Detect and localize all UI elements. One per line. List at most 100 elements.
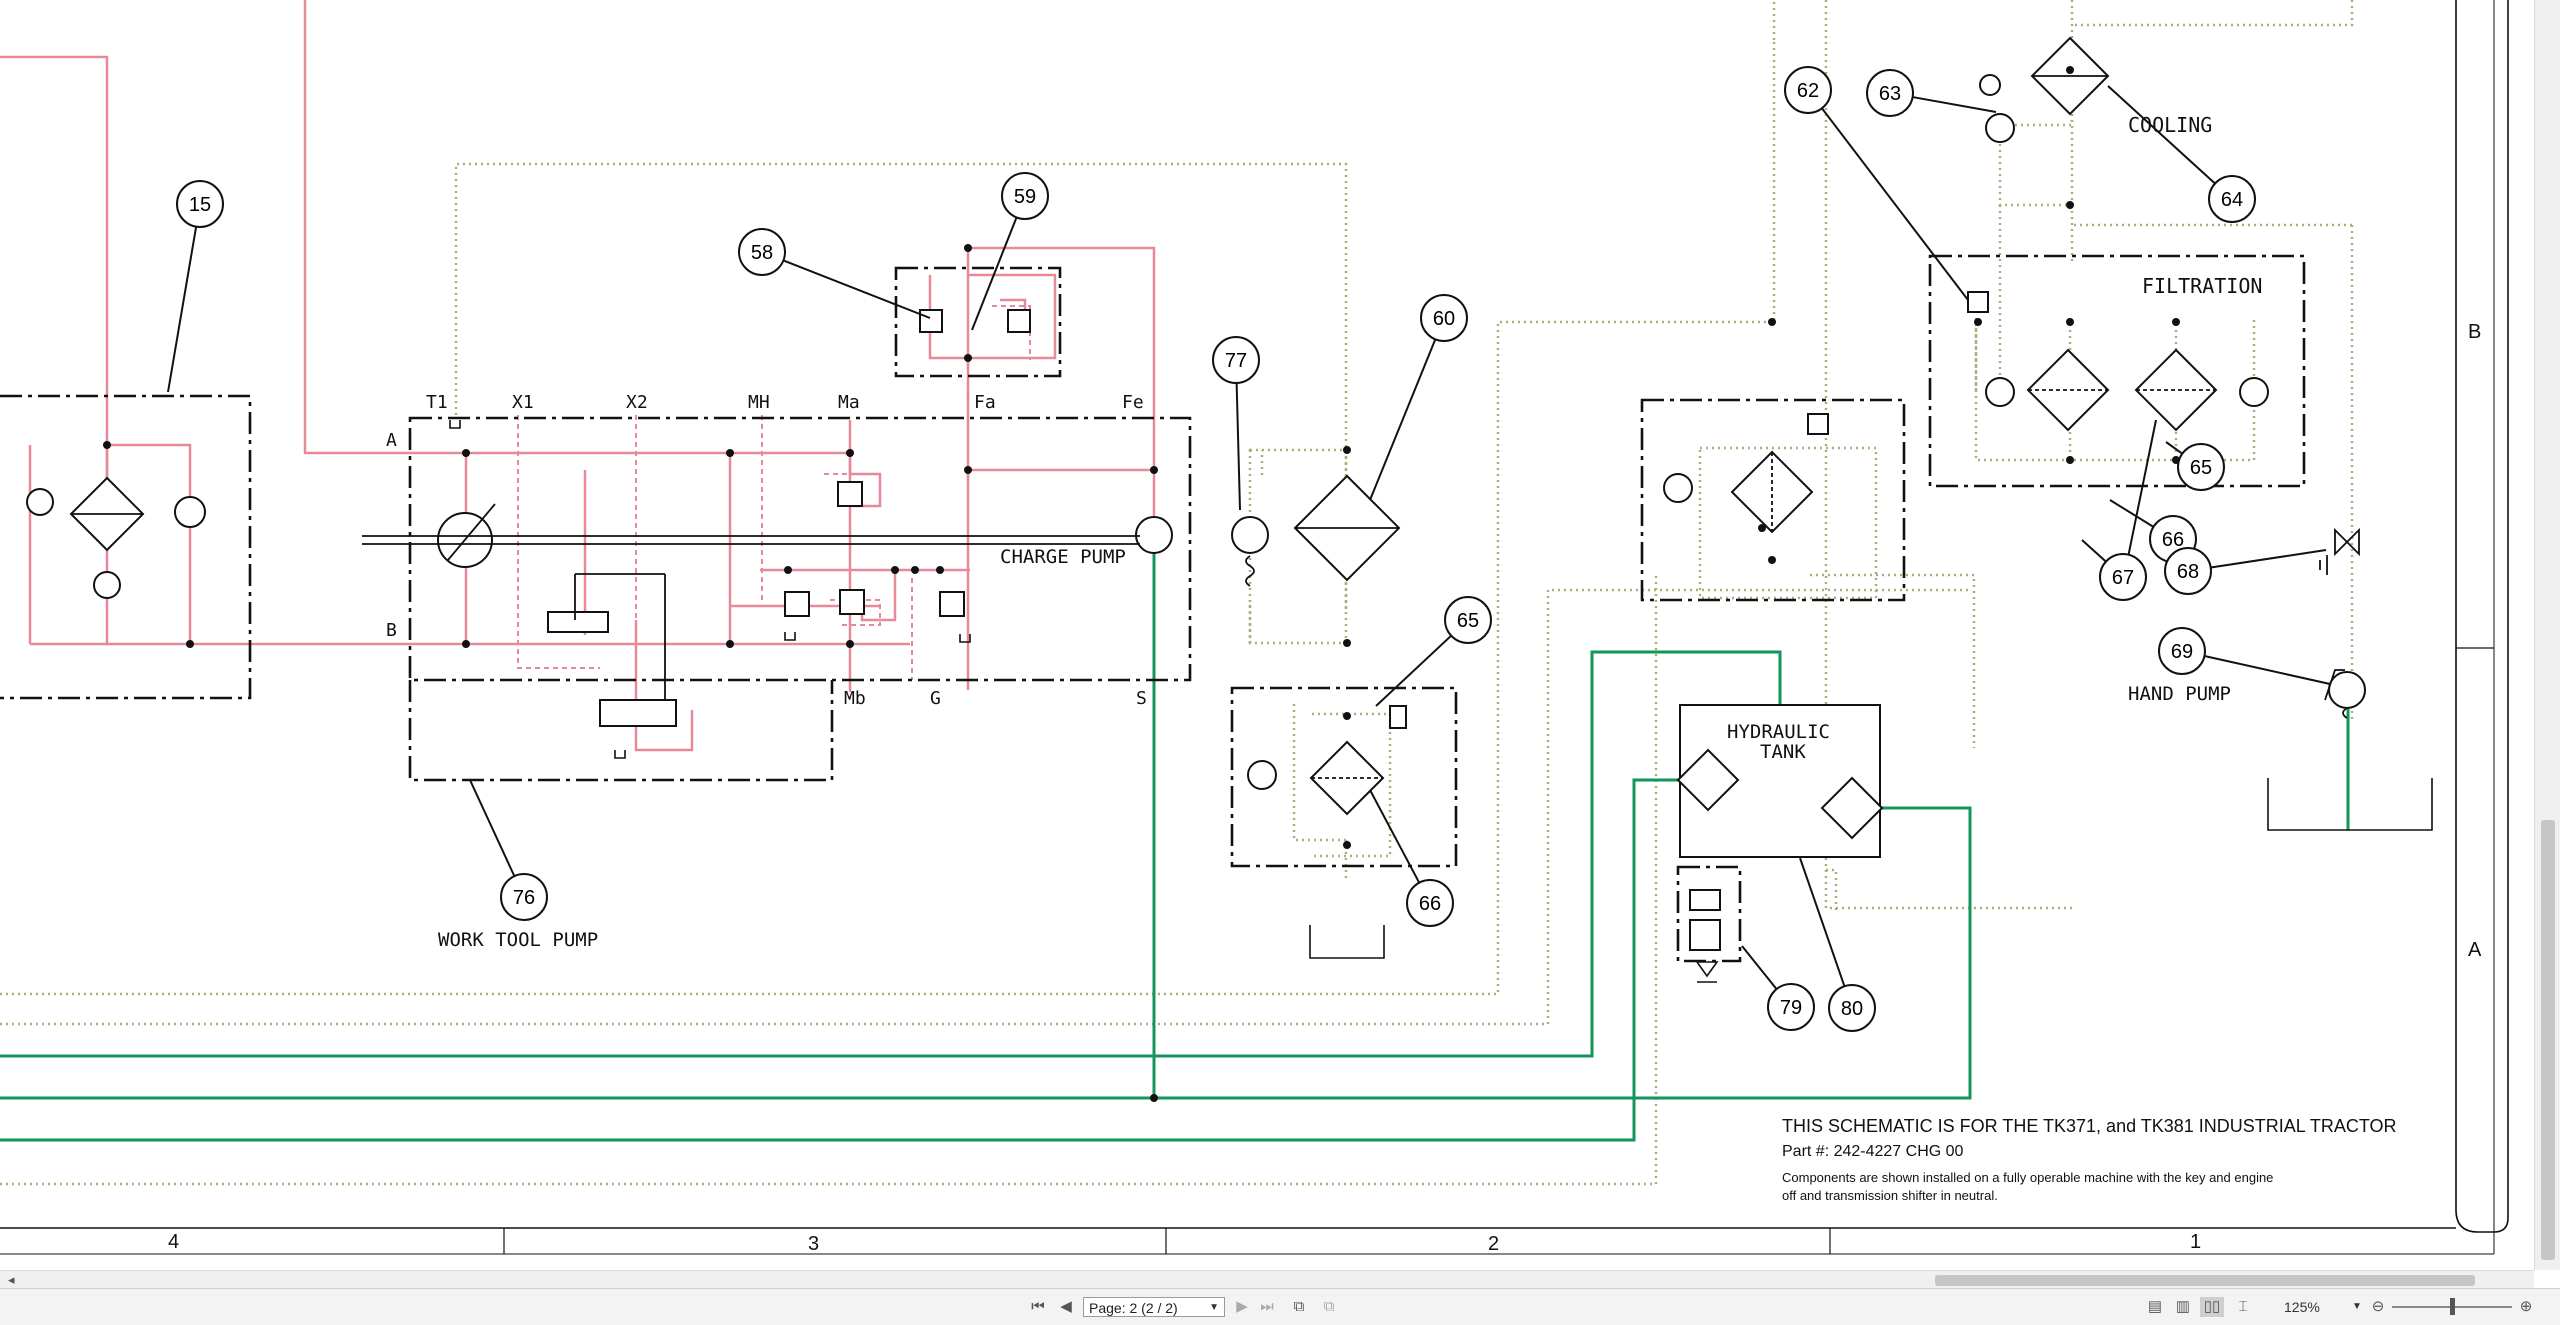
callout-circle xyxy=(500,873,548,921)
components xyxy=(26,36,2366,951)
port-s: S xyxy=(1136,688,1147,709)
callout-number: 67 xyxy=(2112,567,2134,589)
callout-number: 58 xyxy=(751,242,773,264)
port-g: G xyxy=(930,688,941,709)
port-fe: Fe xyxy=(1122,392,1144,413)
callout-circle xyxy=(176,180,224,228)
rotate-icon[interactable]: ⧉ xyxy=(1323,1298,1335,1315)
label-work-tool-pump: WORK TOOL PUMP xyxy=(438,929,598,951)
port-t1: T1 xyxy=(426,392,448,413)
callout-leader xyxy=(1375,634,1452,707)
callout-leader xyxy=(971,217,1018,331)
vertical-scroll-thumb[interactable] xyxy=(2541,820,2555,1260)
callout-circle xyxy=(738,228,786,276)
port-b: B xyxy=(386,620,397,641)
callout-circle xyxy=(1784,66,1832,114)
schematic-labels: COOLING FILTRATION HAND PUMP HYDRAULIC T… xyxy=(168,113,2482,1255)
label-filtration: FILTRATION xyxy=(2142,274,2262,298)
callout-circle xyxy=(2177,443,2225,491)
port-a: A xyxy=(386,430,397,451)
port-mb: Mb xyxy=(844,688,866,709)
callout-number: 68 xyxy=(2177,561,2199,583)
label-tank: TANK xyxy=(1760,741,1806,763)
fit-icon[interactable]: ⌶ xyxy=(2238,1298,2248,1315)
callout-circle xyxy=(2164,547,2212,595)
horizontal-scroll-thumb[interactable] xyxy=(1935,1275,2475,1286)
port-x1: X1 xyxy=(512,392,534,413)
title-block-title: THIS SCHEMATIC IS FOR THE TK371, and TK3… xyxy=(1782,1116,2397,1136)
grid-col-1: 1 xyxy=(2190,1231,2201,1253)
callout-circle xyxy=(1212,336,1260,384)
component-envelopes xyxy=(0,254,2306,963)
pilot-lines xyxy=(517,305,1031,700)
zoom-in-icon[interactable]: ⊕ xyxy=(2519,1298,2533,1315)
callout-leader xyxy=(2127,419,2157,555)
callout-leader xyxy=(1235,382,1241,511)
callout-number: 15 xyxy=(189,194,211,216)
vertical-scrollbar[interactable] xyxy=(2534,0,2560,1270)
callout-circle xyxy=(1406,879,1454,927)
callout-leader xyxy=(2210,549,2327,569)
callout-leader xyxy=(783,259,931,319)
port-x2: X2 xyxy=(626,392,648,413)
tank-symbols xyxy=(449,420,2433,983)
callout-circle xyxy=(1828,984,1876,1032)
pressure-lines xyxy=(0,0,1156,752)
scroll-left-icon[interactable]: ◂ xyxy=(8,1272,15,1287)
port-mh: MH xyxy=(748,392,770,413)
callout-leader xyxy=(1912,96,1997,113)
callout-number: 62 xyxy=(1797,80,1819,102)
facing-icon[interactable]: ▯▯ xyxy=(2200,1297,2224,1317)
callout-number: 80 xyxy=(1841,998,1863,1020)
page-selector[interactable]: Page: 2 (2 / 2) ▼ xyxy=(1083,1297,1225,1317)
callout-circle xyxy=(1001,172,1049,220)
callout-number: 77 xyxy=(1225,350,1247,372)
suction-lines xyxy=(0,530,2350,1142)
grid-col-2: 2 xyxy=(1488,1233,1499,1255)
callout-number: 59 xyxy=(1014,186,1036,208)
page-frame xyxy=(0,0,2509,1255)
chevron-down-icon: ▼ xyxy=(1209,1302,1219,1313)
callout-number: 60 xyxy=(1433,308,1455,330)
callout-leader xyxy=(1369,338,1437,501)
grid-row-a: A xyxy=(2468,939,2482,961)
label-hand-pump: HAND PUMP xyxy=(2128,683,2231,705)
callout-leader xyxy=(2081,539,2107,563)
last-page-icon[interactable]: ⏭ xyxy=(1260,1298,1274,1315)
prev-page-icon[interactable]: ◀ xyxy=(1060,1298,1072,1315)
single-page-icon[interactable]: ▤ xyxy=(2147,1298,2163,1315)
zoom-dropdown-icon[interactable]: ▼ xyxy=(2352,1301,2362,1312)
two-page-icon[interactable]: ⧉ xyxy=(1293,1298,1305,1315)
zoom-out-icon[interactable]: ⊖ xyxy=(2371,1298,2385,1315)
horizontal-scrollbar[interactable]: ◂ xyxy=(0,1270,2534,1289)
first-page-icon[interactable]: ⏮ xyxy=(1031,1298,1045,1315)
zoom-slider-knob[interactable] xyxy=(2450,1298,2455,1315)
title-block-part: Part #: 242-4227 CHG 00 xyxy=(1782,1143,1964,1160)
callout-leader xyxy=(167,226,198,393)
callout-number: 65 xyxy=(2190,457,2212,479)
label-hydraulic: HYDRAULIC xyxy=(1727,721,1830,743)
callout-leader xyxy=(2204,655,2331,685)
page-indicator: Page: 2 (2 / 2) xyxy=(1089,1300,1178,1316)
callout-number: 66 xyxy=(1419,893,1441,915)
callout-leader xyxy=(1741,945,1778,990)
callout-leader xyxy=(1799,857,1846,987)
callout-circle xyxy=(1866,69,1914,117)
callout-leader xyxy=(2165,441,2183,455)
zoom-level[interactable]: 125% xyxy=(2284,1299,2320,1315)
callout-leader xyxy=(2109,499,2154,528)
callout-circle xyxy=(2208,175,2256,223)
callout-number: 76 xyxy=(513,887,535,909)
callout-circle xyxy=(1444,596,1492,644)
grid-row-b: B xyxy=(2468,321,2481,343)
continuous-icon[interactable]: ▥ xyxy=(2175,1298,2191,1315)
component-details xyxy=(71,75,2360,779)
port-fa: Fa xyxy=(974,392,996,413)
viewer-toolbar: ⏮ ◀ Page: 2 (2 / 2) ▼ ▶ ⏭ ⧉ ⧉ ▤ ▥ ▯▯ ⌶ 12… xyxy=(0,1288,2560,1325)
callout-leader xyxy=(1821,107,1969,301)
next-page-icon[interactable]: ▶ xyxy=(1236,1298,1248,1315)
